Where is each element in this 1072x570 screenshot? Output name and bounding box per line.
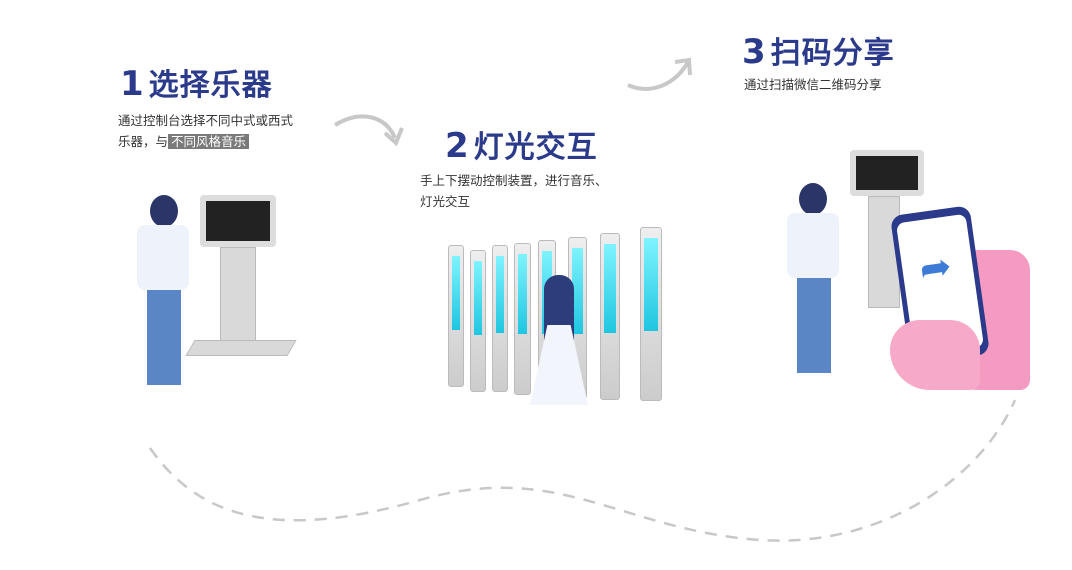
- share-arrow-icon: ➦: [916, 243, 955, 292]
- person-illustration-2: [530, 275, 590, 425]
- kiosk-illustration-1: [185, 195, 297, 365]
- step-2-description: 手上下摆动控制装置，进行音乐、 灯光交互: [420, 173, 608, 209]
- light-pillars-illustration: [440, 225, 670, 405]
- step-1-description: 通过控制台选择不同中式或西式 乐器，与不同风格音乐: [118, 113, 294, 149]
- highlight-text: 不同风格音乐: [168, 134, 250, 149]
- person-illustration-3: [785, 183, 845, 383]
- person-illustration-1: [135, 195, 195, 395]
- phone-hand-illustration: ➦: [889, 205, 1030, 390]
- arrow-icon-1: [333, 114, 404, 147]
- step-3-description: 通过扫描微信二维码分享: [744, 77, 882, 92]
- arrow-icon-2: [627, 57, 692, 91]
